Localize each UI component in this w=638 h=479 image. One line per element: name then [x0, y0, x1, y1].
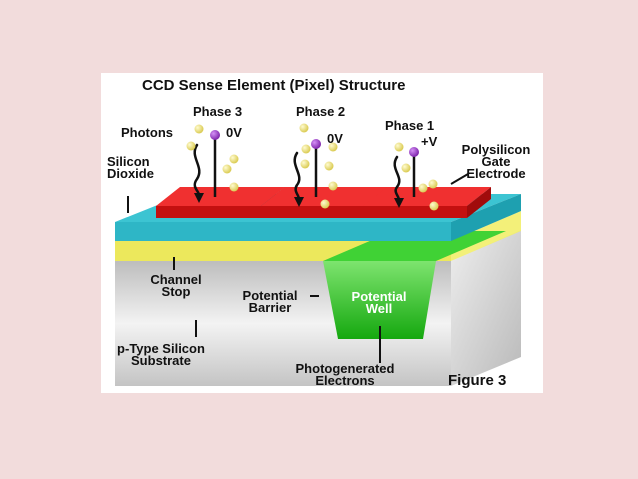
silicon-dioxide-front — [115, 222, 451, 241]
label-pointer-lines — [127, 173, 469, 363]
diagram-title: CCD Sense Element (Pixel) Structure — [142, 77, 406, 94]
label-phase-1: Phase 1 — [385, 118, 435, 133]
silicon-dioxide-side — [451, 194, 521, 241]
label-phase-3: Phase 3 — [193, 104, 243, 119]
label-photons: Photons — [121, 125, 173, 140]
figure-label: Figure 3 — [448, 372, 507, 389]
photon-dots — [186, 123, 439, 211]
label-potential-barrier: Potential Barrier — [242, 288, 298, 315]
label-phase-2: Phase 2 — [296, 104, 346, 119]
ccd-structure-diagram — [115, 123, 521, 386]
terminal-dot-phase1 — [409, 147, 419, 157]
potential-well-top — [323, 231, 506, 261]
photon-arrowheads — [194, 193, 404, 208]
potential-well — [323, 261, 436, 339]
label-polysilicon-gate-electrode: Polysilicon Gate Electrode — [461, 142, 531, 181]
terminal-dot-phase3 — [210, 130, 220, 140]
label-silicon-dioxide: Silicon Dioxide — [107, 154, 154, 181]
substrate-side-face — [451, 230, 521, 386]
terminal-dot-phase2 — [311, 139, 321, 149]
label-substrate: p-Type Silicon Substrate — [117, 341, 205, 368]
label-potential-well: Potential Well — [351, 289, 407, 316]
label-voltage-phase-2: 0V — [327, 131, 343, 146]
label-voltage-phase-3: 0V — [226, 125, 242, 140]
gate-electrode-phase1 — [363, 187, 491, 218]
photon-arrows — [193, 143, 401, 202]
label-channel-stop: Channel Stop — [150, 272, 202, 299]
label-photogenerated-electrons: Photogenerated Electrons — [295, 361, 395, 388]
diagram-panel: CCD Sense Element (Pixel) Structure Phot… — [101, 73, 543, 393]
label-voltage-phase-1: +V — [421, 134, 438, 149]
